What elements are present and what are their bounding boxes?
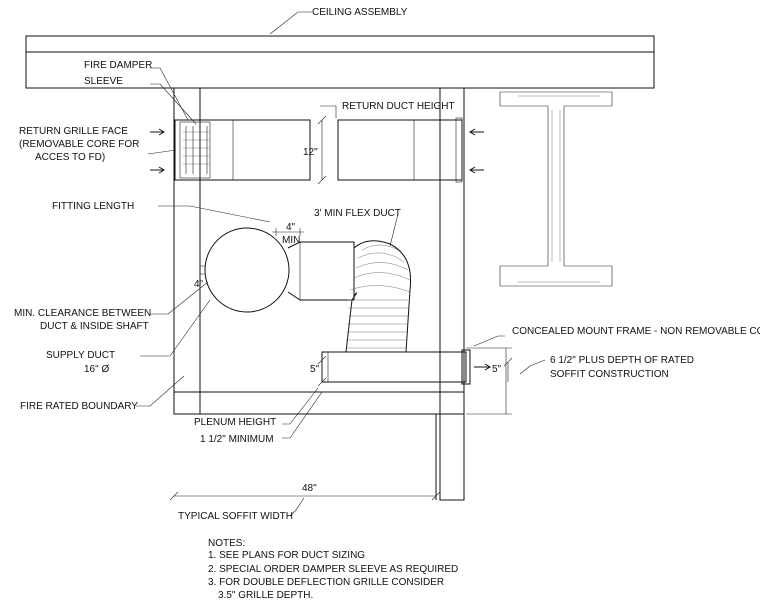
return-duct-height-dimension — [317, 115, 327, 185]
return-duct-right — [337, 117, 463, 183]
soffit-depth-label-2: SOFFIT CONSTRUCTION — [550, 369, 669, 380]
return-grille-label-3: ACCES TO FD) — [35, 152, 105, 163]
supply-plenum — [321, 349, 471, 385]
notes-heading: NOTES: — [208, 538, 245, 549]
soffit-depth-label-1: 6 1/2" PLUS DEPTH OF RATED — [550, 355, 694, 366]
soffit-width-dimension — [169, 491, 441, 501]
ceiling-assembly-label: CEILING ASSEMBLY — [312, 7, 408, 18]
steel-beam — [499, 91, 613, 287]
min-label: MIN — [282, 235, 300, 246]
supply-duct — [204, 227, 290, 313]
plenum-height-label: PLENUM HEIGHT — [194, 417, 276, 428]
note-item: 3. FOR DOUBLE DEFLECTION GRILLE CONSIDER — [208, 577, 444, 588]
sleeve-label: SLEEVE — [84, 76, 123, 87]
note-item: 2. SPECIAL ORDER DAMPER SLEEVE AS REQUIR… — [208, 564, 458, 575]
dim-4-top-label: 4" — [286, 222, 296, 233]
flex-duct-label: 3' MIN FLEX DUCT — [314, 208, 401, 219]
concealed-mount-label: CONCEALED MOUNT FRAME - NON REMOVABLE CO… — [512, 326, 760, 337]
plenum-minimum-label: 1 1/2" MINIMUM — [200, 434, 274, 445]
return-grille-label-1: RETURN GRILLE FACE — [19, 126, 128, 137]
dim-5-left-label: 5" — [310, 364, 320, 375]
fitting-length-label: FITTING LENGTH — [52, 201, 134, 212]
supply-duct-size-label: 16" Ø — [84, 364, 109, 375]
dim-12-label: 12" — [303, 147, 318, 158]
note-item: 1. SEE PLANS FOR DUCT SIZING — [208, 550, 365, 561]
dim-5-right-label: 5" — [492, 364, 502, 375]
fitting-length-dimension — [272, 228, 304, 236]
dim-48-label: 48" — [302, 483, 317, 494]
ceiling-assembly — [25, 35, 655, 89]
plenum-dimension — [317, 355, 327, 387]
min-clearance-label-1: MIN. CLEARANCE BETWEEN — [14, 308, 151, 319]
flex-duct — [345, 240, 412, 353]
frame-dimension — [503, 357, 513, 382]
fire-damper-label: FIRE DAMPER — [84, 60, 152, 71]
return-duct-left — [174, 119, 311, 181]
return-duct-height-label: RETURN DUCT HEIGHT — [342, 101, 455, 112]
clearance-dimension — [200, 265, 205, 275]
supply-fitting — [287, 241, 355, 301]
fire-damper — [179, 121, 211, 179]
dim-4-left-label: 4" — [194, 279, 204, 290]
typical-soffit-width-label: TYPICAL SOFFIT WIDTH — [178, 511, 293, 522]
supply-duct-label: SUPPLY DUCT — [46, 350, 115, 361]
notes-block: NOTES: 1. SEE PLANS FOR DUCT SIZING 2. S… — [208, 538, 458, 601]
min-clearance-label-2: DUCT & INSIDE SHAFT — [40, 321, 149, 332]
return-grille-label-2: (REMOVABLE CORE FOR — [19, 139, 139, 150]
supply-airflow-arrow — [474, 363, 491, 371]
fire-rated-boundary-label: FIRE RATED BOUNDARY — [20, 401, 138, 412]
fire-rated-shaft — [173, 87, 465, 501]
soffit-depth-dimension — [466, 347, 512, 415]
airflow-arrows — [150, 128, 484, 174]
leader-lines — [136, 11, 546, 517]
note-item: 3.5" GRILLE DEPTH. — [218, 590, 313, 601]
